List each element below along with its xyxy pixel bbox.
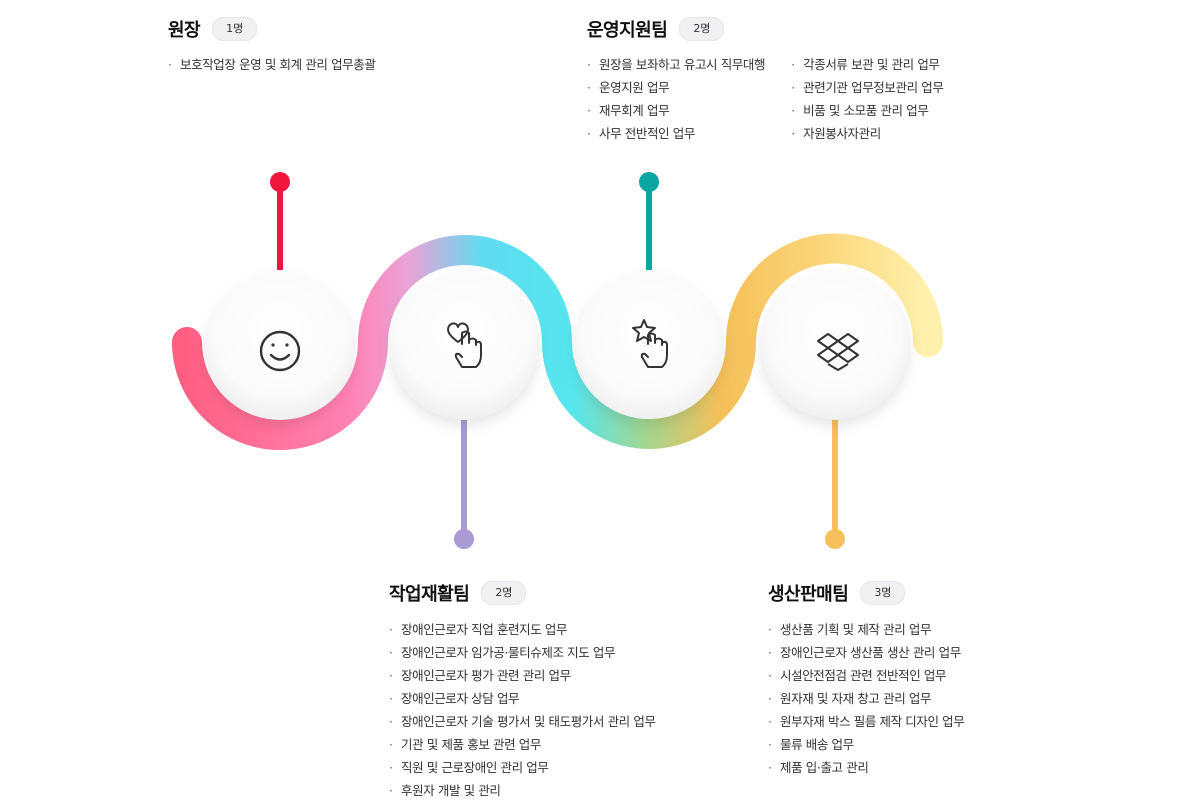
duty-item: 물류 배송 업무 [768, 733, 964, 756]
support-card: 운영지원팀 2명 원장을 보좌하고 유고시 직무대행 운영지원 업무 재무회계 … [587, 14, 944, 145]
duty-item: 장애인근로자 임가공·물티슈제조 지도 업무 [389, 641, 656, 664]
director-duties: 보호작업장 운영 및 회계 관리 업무총괄 [168, 53, 376, 76]
circle-director [207, 273, 353, 419]
support-count-badge: 2명 [679, 17, 725, 41]
director-count-badge: 1명 [212, 17, 258, 41]
sales-duties: 생산품 기획 및 제작 관리 업무 장애인근로자 생산품 생산 관리 업무 시설… [768, 618, 965, 779]
duty-item: 재무회계 업무 [587, 99, 765, 122]
wave-ribbon [172, 233, 943, 450]
support-duties-right: 각종서류 보관 및 관리 업무 관련기관 업무정보관리 업무 비품 및 소모품 … [791, 53, 944, 145]
rehab-card: 작업재활팀 2명 장애인근로자 직업 훈련지도 업무 장애인근로자 임가공·물티… [389, 578, 656, 802]
duty-item: 장애인근로자 직업 훈련지도 업무 [389, 618, 656, 641]
connector-support [639, 172, 659, 270]
duty-item: 관련기관 업무정보관리 업무 [791, 76, 944, 99]
heart-hand-icon [447, 322, 482, 368]
duty-item: 보호작업장 운영 및 회계 관리 업무총괄 [168, 53, 376, 76]
duty-item: 각종서류 보관 및 관리 업무 [791, 53, 943, 76]
duty-item: 원부자재 박스 필름 제작 디자인 업무 [768, 710, 965, 733]
duty-item: 원자재 및 자재 창고 관리 업무 [768, 687, 964, 710]
sales-card: 생산판매팀 3명 생산품 기획 및 제작 관리 업무 장애인근로자 생산품 생산… [768, 578, 965, 779]
duty-item: 비품 및 소모품 관리 업무 [791, 99, 943, 122]
circle-sales [762, 273, 908, 419]
rehab-duties: 장애인근로자 직업 훈련지도 업무 장애인근로자 임가공·물티슈제조 지도 업무… [389, 618, 656, 802]
duty-item: 생산품 기획 및 제작 관리 업무 [768, 618, 964, 641]
circle-rehab [391, 273, 537, 419]
star-hand-icon [632, 319, 668, 368]
sales-title: 생산판매팀 [768, 584, 849, 605]
director-card: 원장 1명 보호작업장 운영 및 회계 관리 업무총괄 [168, 14, 376, 76]
director-title: 원장 [168, 20, 201, 41]
duty-item: 원장을 보좌하고 유고시 직무대행 [587, 53, 766, 76]
rehab-title: 작업재활팀 [389, 584, 470, 605]
duty-item: 장애인근로자 상담 업무 [389, 687, 656, 710]
connector-rehab [454, 420, 474, 549]
support-title: 운영지원팀 [587, 20, 668, 41]
duty-item: 후원자 개발 및 관리 [389, 779, 656, 802]
connector-sales [825, 420, 845, 549]
duty-item: 기관 및 제품 홍보 관련 업무 [389, 733, 656, 756]
smile-icon [259, 330, 301, 372]
duty-item: 사무 전반적인 업무 [587, 122, 765, 145]
dropbox-icon [817, 333, 859, 371]
duty-item: 제품 입·출고 관리 [768, 756, 964, 779]
support-duties-left: 원장을 보좌하고 유고시 직무대행 운영지원 업무 재무회계 업무 사무 전반적… [587, 53, 766, 145]
duty-item: 직원 및 근로장애인 관리 업무 [389, 756, 656, 779]
duty-item: 시설안전점검 관련 전반적인 업무 [768, 664, 964, 687]
duty-item: 장애인근로자 생산품 생산 관리 업무 [768, 641, 964, 664]
sales-count-badge: 3명 [860, 581, 906, 605]
duty-item: 운영지원 업무 [587, 76, 765, 99]
duty-item: 자원봉사자관리 [791, 122, 943, 145]
connector-director [270, 172, 290, 270]
circle-support [576, 273, 722, 419]
duty-item: 장애인근로자 기술 평가서 및 태도평가서 관리 업무 [389, 710, 656, 733]
rehab-count-badge: 2명 [481, 581, 527, 605]
duty-item: 장애인근로자 평가 관련 관리 업무 [389, 664, 656, 687]
